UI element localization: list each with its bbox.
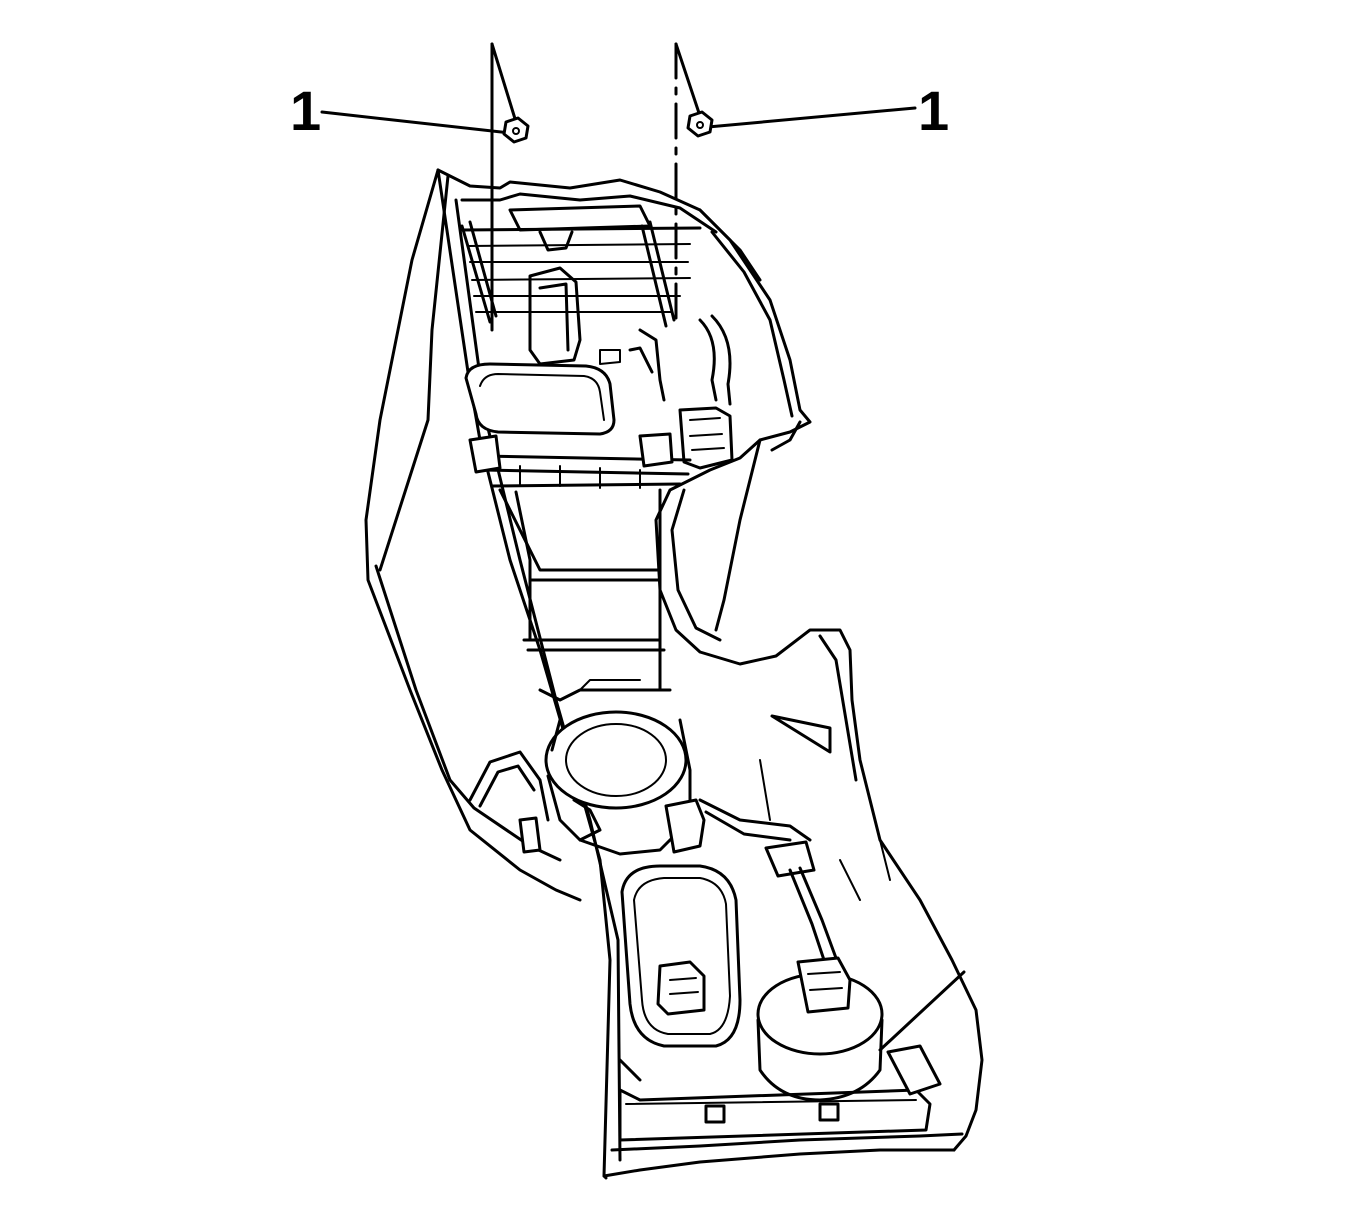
clip-front-right [886, 1044, 942, 1096]
callout-label-right: 1 [918, 79, 949, 142]
clip-left [468, 434, 502, 474]
bolt-left [490, 42, 530, 144]
storage-bin [464, 362, 616, 436]
connector-front-left [656, 960, 706, 1016]
connector-front-right [796, 956, 852, 1014]
middle-tray [498, 488, 672, 702]
cup-holder-large [544, 710, 688, 810]
clip-mid [638, 432, 674, 468]
callout-label-left: 1 [290, 79, 321, 142]
connector-right [764, 840, 816, 878]
front-compartment [618, 864, 966, 1142]
connector-mid [664, 798, 706, 854]
bolt-right [674, 42, 714, 138]
rear-compartment [460, 204, 734, 489]
leader-line-right [706, 106, 917, 129]
leader-line-left [320, 110, 512, 135]
front-slot [620, 864, 742, 1048]
console-body [364, 168, 984, 1180]
cup-holder-area [518, 710, 891, 992]
connector-block-upper [678, 406, 734, 470]
